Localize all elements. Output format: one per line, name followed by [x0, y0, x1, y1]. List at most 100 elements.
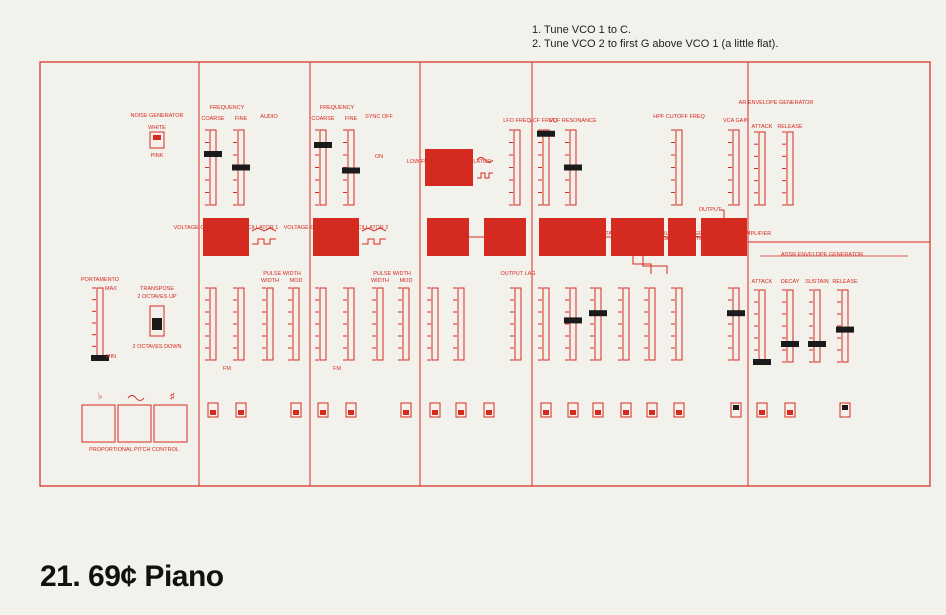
- mix-13-slider[interactable]: [589, 287, 607, 361]
- mix-14-slider[interactable]: [618, 287, 630, 361]
- selector-switch[interactable]: [455, 402, 467, 418]
- vco2-frequency-label: FREQUENCY: [320, 105, 355, 111]
- pitch-pad-flat[interactable]: [81, 404, 116, 443]
- audio-label: AUDIO: [260, 114, 278, 120]
- selector-switch[interactable]: [317, 402, 329, 418]
- selector-switch[interactable]: [400, 402, 412, 418]
- vco1-coarse-slider[interactable]: [204, 129, 222, 206]
- selector-switch-handle: [733, 405, 739, 410]
- mix-10-slider[interactable]: [510, 287, 522, 361]
- transpose-switch[interactable]: [149, 305, 165, 337]
- mix-16-track: [675, 287, 683, 361]
- selector-switch[interactable]: [784, 402, 796, 418]
- adsr-decay-slider[interactable]: [781, 289, 799, 363]
- vco1-block: [203, 218, 249, 256]
- mix-12-slider[interactable]: [564, 287, 582, 361]
- mix-11-slider[interactable]: [538, 287, 550, 361]
- selector-switch[interactable]: [207, 402, 219, 418]
- mix-3-slider[interactable]: [288, 287, 300, 361]
- vco2-fine-slider[interactable]: [342, 129, 360, 206]
- mix-9-slider[interactable]: [453, 287, 465, 361]
- vca-gain-slider[interactable]: [728, 129, 740, 206]
- selector-switch[interactable]: [540, 402, 552, 418]
- vco2-fine-label: FINE: [345, 116, 358, 122]
- pitch-pad-center[interactable]: [117, 404, 152, 443]
- square-wave-icon: [252, 238, 276, 245]
- adsr-release-knob[interactable]: [836, 326, 854, 333]
- selector-switch[interactable]: [345, 402, 357, 418]
- selector-switch[interactable]: [592, 402, 604, 418]
- ar-attack-slider[interactable]: [754, 131, 766, 206]
- selector-switch[interactable]: [429, 402, 441, 418]
- mix-2-slider[interactable]: [262, 287, 274, 361]
- selector-switch[interactable]: [567, 402, 579, 418]
- selector-switch[interactable]: [483, 402, 495, 418]
- selector-switch[interactable]: [620, 402, 632, 418]
- selector-switch[interactable]: [235, 402, 247, 418]
- vcf-freq-slider[interactable]: [537, 129, 555, 206]
- mix-17-knob[interactable]: [727, 310, 745, 317]
- vcf-freq-knob[interactable]: [537, 130, 555, 137]
- mix-16-slider[interactable]: [671, 287, 683, 361]
- ar-release-slider[interactable]: [782, 131, 794, 206]
- lfo-freq-slider[interactable]: [509, 129, 521, 206]
- adsr-attack-label: ATTACK: [752, 279, 773, 285]
- saw-wave-icon: [251, 227, 277, 232]
- vco2-fine-knob[interactable]: [342, 167, 360, 174]
- noise-switch[interactable]: [149, 131, 165, 149]
- vco2-coarse-track: [319, 129, 327, 206]
- adsr-attack-slider[interactable]: [753, 289, 771, 365]
- mix-7-slider[interactable]: [398, 287, 410, 361]
- square-wave-icon: [362, 238, 386, 245]
- ar-release-track: [786, 131, 794, 206]
- mix-17-track: [732, 287, 740, 361]
- selector-switch[interactable]: [673, 402, 685, 418]
- mix-8-slider[interactable]: [427, 287, 439, 361]
- adsr-sustain-knob[interactable]: [808, 341, 826, 347]
- mix-17-slider[interactable]: [727, 287, 745, 361]
- adsr-release-slider[interactable]: [836, 289, 854, 363]
- vco1-fine-slider[interactable]: [232, 129, 250, 206]
- mix-5-slider[interactable]: [343, 287, 355, 361]
- vca-block: [701, 218, 747, 256]
- selector-switch-handle: [348, 410, 354, 415]
- vco2-coarse-knob[interactable]: [314, 142, 332, 148]
- mix-13-knob[interactable]: [589, 310, 607, 317]
- portamento-slider[interactable]: [91, 287, 109, 361]
- mix-15-slider[interactable]: [644, 287, 656, 361]
- selector-switch-handle: [676, 410, 682, 415]
- vcf-resonance-knob[interactable]: [564, 164, 582, 171]
- adsr-decay-knob[interactable]: [781, 341, 799, 347]
- mix-14-track: [622, 287, 630, 361]
- adsr-sustain-slider[interactable]: [808, 289, 826, 363]
- adsr-attack-knob[interactable]: [753, 359, 771, 365]
- hpf-freq-slider[interactable]: [671, 129, 683, 206]
- mix-4-slider[interactable]: [315, 287, 327, 361]
- selector-switch[interactable]: [839, 402, 851, 418]
- pitch-pad-sharp[interactable]: [153, 404, 188, 443]
- selector-switch[interactable]: [646, 402, 658, 418]
- vco1-fine-knob[interactable]: [232, 164, 250, 171]
- selector-switch[interactable]: [730, 402, 742, 418]
- switches-layer: [207, 402, 851, 418]
- sync-label: SYNC OFF: [365, 114, 393, 120]
- selector-switch[interactable]: [290, 402, 302, 418]
- mix-0-track: [209, 287, 217, 361]
- selector-switch[interactable]: [756, 402, 768, 418]
- transpose-switch-handle: [152, 318, 162, 330]
- mix-1-slider[interactable]: [233, 287, 245, 361]
- portamento-knob[interactable]: [91, 355, 109, 361]
- mix-0-slider[interactable]: [205, 287, 217, 361]
- mix-10-track: [514, 287, 522, 361]
- adsr-sustain-label: SUSTAIN: [805, 279, 828, 285]
- mix-6-slider[interactable]: [372, 287, 384, 361]
- vco1-coarse-knob[interactable]: [204, 151, 222, 157]
- vco1-fine-label: FINE: [235, 116, 248, 122]
- mix-1-track: [237, 287, 245, 361]
- mix-12-knob[interactable]: [564, 317, 582, 324]
- saw-wave-icon: [361, 227, 387, 232]
- vco2-coarse-slider[interactable]: [314, 129, 332, 206]
- vco2-block: [313, 218, 359, 256]
- vcf-resonance-slider[interactable]: [564, 129, 582, 206]
